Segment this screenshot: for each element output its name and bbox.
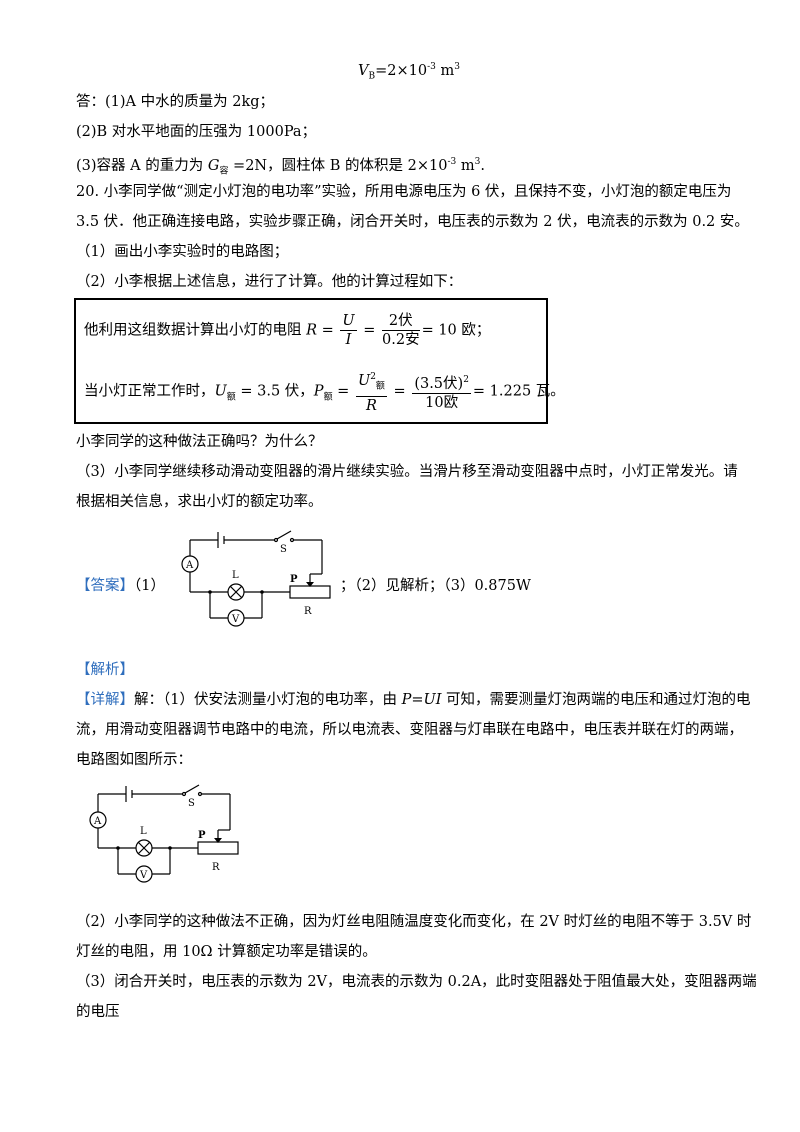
question-20-sub2: （2）小李根据上述信息，进行了计算。他的计算过程如下： [76, 274, 463, 290]
lamp-label-2: L [140, 826, 147, 837]
a3-end: . [480, 157, 485, 174]
box-r2-fu: 伏， [280, 383, 314, 400]
voltmeter-label: V [231, 614, 240, 625]
analysis-tag: 【解析】 [76, 662, 134, 678]
formula-eq: =2×10 [375, 62, 428, 79]
a3-unit-exp: 3 [474, 157, 481, 167]
a3-g-sub: 容 [219, 166, 229, 177]
prev-answer-2: (2)B 对水平地面的压强为 1000Pa； [76, 124, 317, 140]
box-r2-result: = 1.225 [472, 383, 532, 400]
box-r2-p: P [313, 383, 324, 400]
frac-num-4-text: (3.5伏) [414, 375, 464, 392]
box-r2-usub: 额 [226, 392, 236, 403]
answer-part1: （1） [134, 578, 165, 594]
answer-line: 【答案】（1） [76, 574, 165, 595]
question-20-sub3b: 根据相关信息，求出小灯的额定功率。 [76, 494, 323, 510]
detail-d1-end: 可知，需要测量灯泡两端的电压和通过灯泡的电 [441, 692, 751, 708]
a3-mid: =2N，圆柱体 B 的体积是 2×10 [228, 157, 448, 174]
a3-exp: -3 [447, 157, 457, 167]
box-r2-psub: 额 [323, 392, 333, 403]
switch-blade [276, 530, 292, 540]
formula-exp: -3 [427, 62, 436, 72]
box-r2-unit: 瓦。 [531, 383, 565, 400]
detail-line-3: 电路图如图所示： [76, 752, 192, 768]
frac-num-2: 2伏 [382, 312, 420, 331]
rheostat-rect [289, 585, 331, 599]
explain-line-4: 的电压 [76, 1004, 120, 1020]
formula-v-sub: B [368, 71, 376, 82]
explain-line-1: （2）小李同学的这种做法不正确，因为灯丝电阻随温度变化而变化，在 2V 时灯丝的… [76, 914, 752, 930]
box-r2-uval: = 3.5 [235, 383, 281, 400]
circuit-diagram-2: A S L P R V [89, 784, 239, 883]
prev-answer-1: 答：(1)A 中水的质量为 2kg； [76, 94, 275, 110]
frac-num-4: (3.5伏)2 [412, 371, 471, 394]
formula-unit: m [435, 62, 455, 79]
a3-pre: (3)容器 A 的重力为 [76, 157, 208, 174]
circuit-diagram-1: A S L P R V [181, 530, 331, 627]
box-r1-result: = 10 欧； [421, 322, 491, 339]
ammeter-label: A [185, 560, 194, 571]
frac-num-4-sup: 2 [463, 374, 469, 385]
calculation-box [74, 298, 548, 424]
frac-num-3-sub: 额 [375, 381, 385, 392]
frac-den-3: R [365, 397, 377, 414]
detail-formula: P=UI [401, 692, 442, 708]
box-r2-eq: = [332, 383, 354, 400]
box-r2-u: U [214, 383, 227, 400]
prev-answer-3: (3)容器 A 的重力为 G容 =2N，圆柱体 B 的体积是 2×10-3 m3… [76, 152, 485, 182]
switch-label: S [280, 544, 287, 555]
frac-num-3-u: U [357, 372, 371, 389]
frac-den: I [345, 332, 352, 348]
a3-unit: m [456, 157, 475, 174]
detail-line-2: 流，用滑动变阻器调节电路中的电流，所以电流表、变阻器与灯串联在电路中，电压表并联… [76, 722, 743, 738]
explain-line-2: 灯丝的电阻，用 10Ω 计算额定功率是错误的。 [76, 944, 377, 960]
box-r2-text: 当小灯正常工作时， [84, 383, 215, 400]
slider-arrow [306, 582, 314, 587]
box-r1-R: R [306, 322, 318, 339]
question-20-line2: 3.5 伏．他正确连接电路，实验步骤正确，闭合开关时，电压表的示数为 2 伏，电… [76, 214, 749, 230]
formula-unit-exp: 3 [454, 62, 460, 72]
frac-den-2: 0.2安 [382, 332, 420, 348]
a3-g: G [207, 157, 220, 174]
frac-num: U [340, 313, 357, 331]
explain-line-3: （3）闭合开关时，电压表的示数为 2V，电流表的示数为 0.2A，此时变阻器处于… [76, 974, 757, 990]
frac-num-3-sup: 2 [370, 372, 376, 382]
detail-line-1: 【详解】解：（1）伏安法测量小灯泡的电功率，由 P=UI 可知，需要测量灯泡两端… [76, 690, 751, 710]
box-r1-text: 他利用这组数据计算出小灯的电阻 [84, 322, 307, 339]
frac-den-4: 10欧 [425, 394, 459, 411]
formula-v: V [358, 62, 369, 79]
answer-rest: ；（2）见解析；（3）0.875W [340, 578, 531, 594]
box-r1-eq: = [317, 322, 339, 339]
frac-num-3: U2额 [355, 368, 387, 397]
answer-tag: 【答案】 [76, 578, 134, 594]
question-ask: 小李同学的这种做法正确吗？为什么？ [76, 434, 323, 450]
switch-label-2: S [188, 798, 195, 809]
detail-d1: 解：（1）伏安法测量小灯泡的电功率，由 [134, 692, 402, 708]
question-20-line1: 20. 小李同学做“测定小灯泡的电功率”实验，所用电源电压为 6 伏，且保持不变… [76, 184, 732, 200]
rheostat-label-2: R [212, 862, 220, 873]
question-20-sub3a: （3）小李同学继续移动滑动变阻器的滑片继续实验。当滑片移至滑动变阻器中点时，小灯… [76, 464, 738, 480]
voltmeter-label-2: V [139, 870, 148, 881]
ammeter-label-2: A [93, 816, 102, 827]
top-formula: VB=2×10-3 m3 [358, 62, 460, 82]
slider-label: P [290, 574, 298, 585]
detail-tag: 【详解】 [76, 692, 134, 708]
lamp-label: L [232, 570, 239, 581]
question-20-sub1: （1）画出小李实验时的电路图； [76, 244, 289, 260]
rheostat-label: R [304, 606, 312, 617]
slider-label-2: P [198, 830, 206, 841]
